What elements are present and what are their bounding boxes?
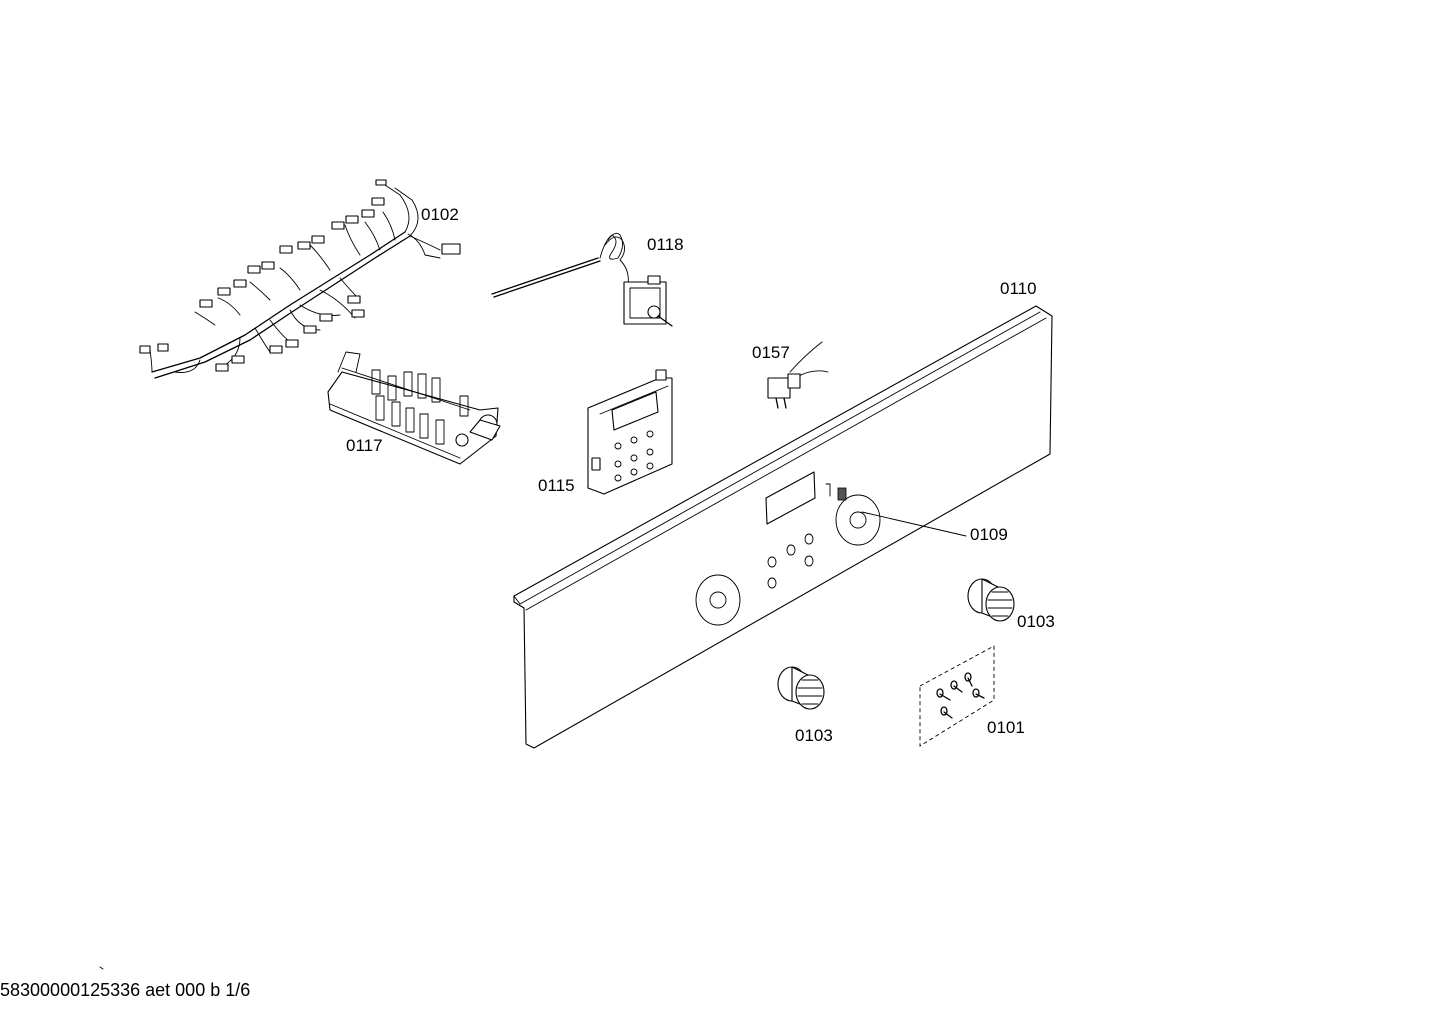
label-0103-left: 0103 xyxy=(795,726,833,745)
part-0118-thermostat xyxy=(491,232,673,327)
label-0115: 0115 xyxy=(538,476,575,495)
footer-tick-mark xyxy=(99,966,104,970)
part-0101-screw-set xyxy=(919,645,995,747)
label-0118: 0118 xyxy=(647,235,684,254)
part-0102-wiring-harness xyxy=(139,179,461,379)
leader-line-0109 xyxy=(861,511,967,537)
label-0110: 0110 xyxy=(1000,279,1037,298)
part-0103-knob-left xyxy=(777,666,825,710)
label-0117: 0117 xyxy=(346,436,383,455)
label-0157: 0157 xyxy=(752,343,790,362)
label-0103-right: 0103 xyxy=(1017,612,1055,631)
drawing-id: 58300000125336 aet 000 b 1/6 xyxy=(0,980,251,1000)
label-0101: 0101 xyxy=(987,718,1025,737)
part-0117-selector-switch xyxy=(327,351,501,465)
label-0102: 0102 xyxy=(421,205,459,224)
part-0157-switch xyxy=(767,341,829,409)
part-0115-electronic-module xyxy=(587,369,673,495)
label-0109: 0109 xyxy=(970,525,1008,544)
part-0103-knob-right xyxy=(967,578,1015,622)
part-0110-control-panel xyxy=(513,305,1053,749)
